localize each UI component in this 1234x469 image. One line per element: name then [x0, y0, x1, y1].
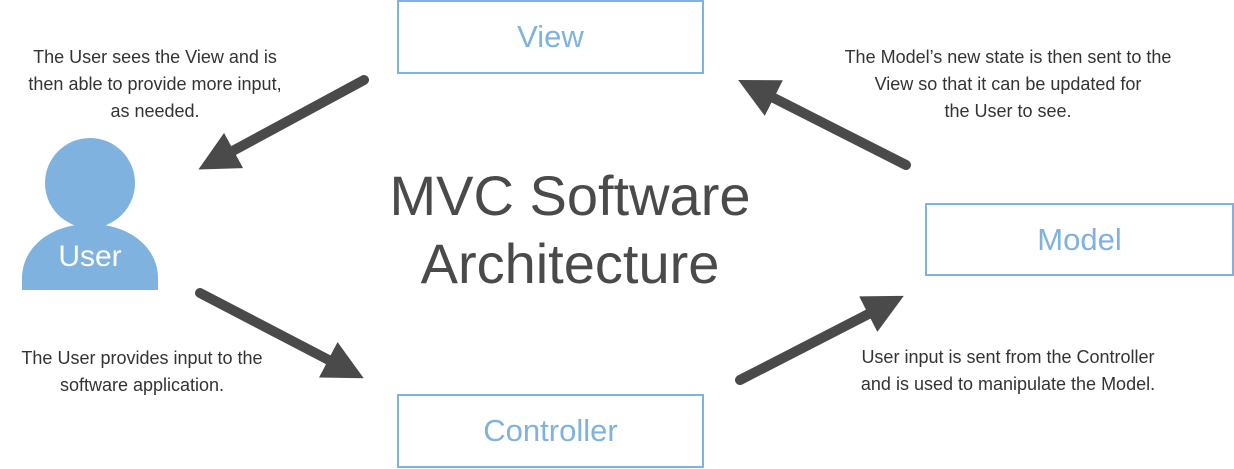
model-box: Model — [925, 203, 1234, 276]
note-controller-to-model: User input is sent from the Controller a… — [808, 344, 1208, 398]
arrow-model-to-view — [738, 79, 911, 170]
arrow-view-to-user — [198, 75, 369, 170]
note-line: and is used to manipulate the Model. — [860, 374, 1156, 394]
note-line: software application. — [59, 375, 225, 395]
note-user-to-controller: The User provides input to the software … — [0, 345, 284, 399]
title-line-1: MVC Software — [389, 164, 751, 227]
user-icon — [22, 138, 158, 290]
note-line: The Model’s new state is then sent to th… — [844, 47, 1172, 67]
view-box: View — [397, 0, 704, 74]
title-line-2: Architecture — [420, 232, 720, 295]
note-line: View so that it can be updated for — [874, 74, 1142, 94]
arrow-controller-to-model — [735, 295, 904, 385]
user-label: User — [58, 240, 122, 273]
arrow-user-to-controller — [195, 288, 364, 379]
note-line: the User to see. — [944, 101, 1072, 121]
controller-box: Controller — [397, 394, 704, 468]
note-model-to-view: The Model’s new state is then sent to th… — [808, 44, 1208, 125]
note-view-to-user: The User sees the View and is then able … — [0, 44, 310, 125]
note-line: then able to provide more input, — [28, 74, 282, 94]
diagram-title: MVC Software Architecture — [310, 162, 830, 298]
note-line: The User provides input to the — [21, 348, 263, 368]
note-line: User input is sent from the Controller — [861, 347, 1155, 367]
note-line: as needed. — [110, 101, 200, 121]
note-line: The User sees the View and is — [33, 47, 277, 67]
